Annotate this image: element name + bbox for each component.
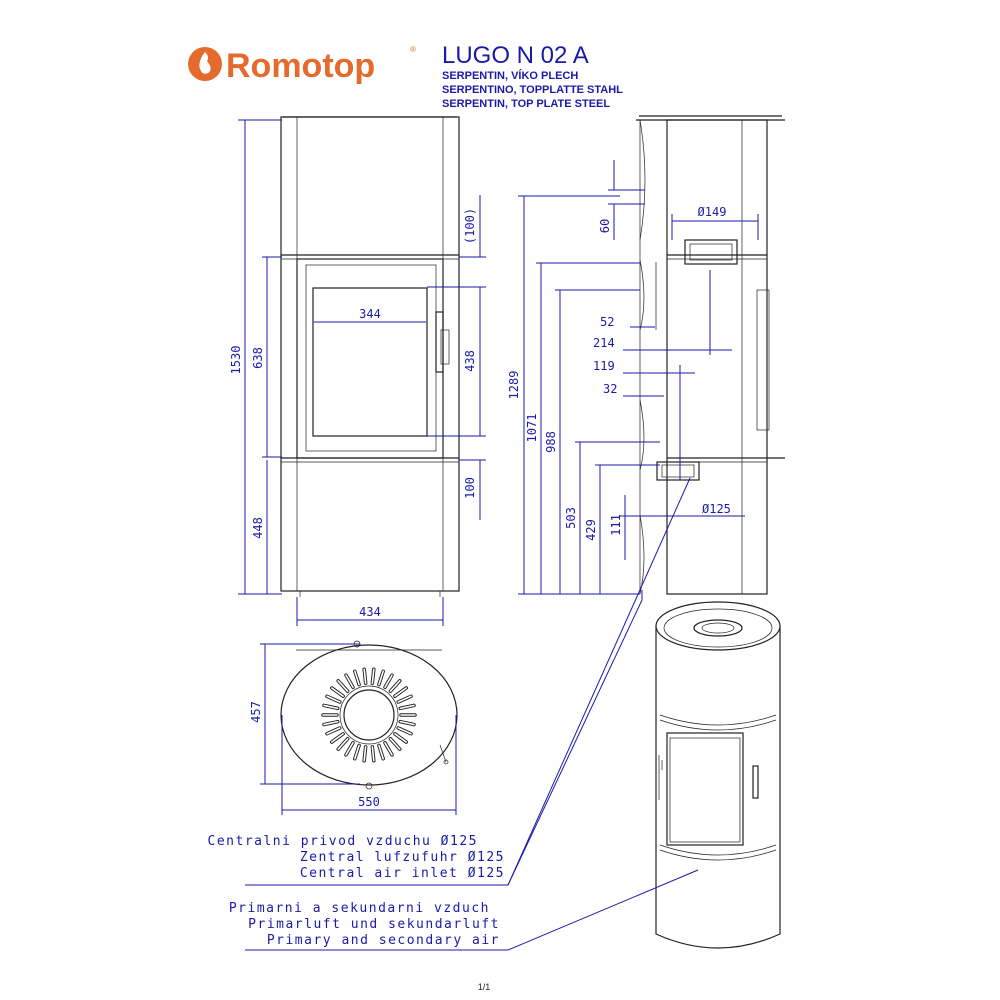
vent-slot-inner xyxy=(323,720,339,726)
registered-mark: ® xyxy=(410,45,416,54)
primary-air-cz: Primarni a sekundarni vzduch xyxy=(229,901,490,916)
dim-side-503: 503 xyxy=(564,507,578,529)
vent-slot-inner xyxy=(353,744,360,760)
side-view xyxy=(636,115,785,595)
model-title: LUGO N 02 A xyxy=(442,42,589,69)
vent-slot-inner xyxy=(378,670,385,686)
vent-slot-inner xyxy=(378,744,385,760)
primary-air-note: Primarni a sekundarni vzduch Primarluft … xyxy=(229,477,699,951)
dim-side-1071: 1071 xyxy=(525,414,539,443)
primary-air-de: Primarluft und sekundarluft xyxy=(248,917,500,932)
vent-slot-inner xyxy=(323,704,339,710)
central-air-de: Zentral lufzufuhr Ø125 xyxy=(300,850,505,865)
flame-icon xyxy=(188,47,222,81)
top-view xyxy=(280,640,458,790)
dim-side-52: 52 xyxy=(600,315,614,329)
brand-logo: Romotop ® xyxy=(188,45,416,85)
dim-side-988: 988 xyxy=(544,431,558,453)
central-air-cz: Centralni privod vzduchu Ø125 xyxy=(208,834,478,849)
dim-side-32: 32 xyxy=(603,382,617,396)
vent-slot-inner xyxy=(397,695,412,703)
vent-slot-inner xyxy=(389,737,401,750)
dim-total-height: 1530 xyxy=(229,346,243,375)
brand-name: Romotop xyxy=(226,47,375,85)
vent-slot-inner xyxy=(399,720,415,726)
dim-lower-body: 448 xyxy=(251,517,265,539)
vent-slot-inner xyxy=(345,741,354,756)
dim-side-111: 111 xyxy=(609,514,623,536)
dim-flue-diam: Ø149 xyxy=(698,205,727,219)
central-air-note: Centralni privod vzduchu Ø125 Zentral lu… xyxy=(208,590,643,886)
top-dimensions: 457 550 xyxy=(249,643,457,815)
dim-glass-width: 344 xyxy=(359,307,381,321)
vent-slot-inner xyxy=(326,695,341,703)
vent-slot-inner xyxy=(399,704,415,710)
vent-slot-inner xyxy=(330,687,344,697)
dim-glass-height: 438 xyxy=(463,350,477,372)
vent-slot-inner xyxy=(363,668,367,684)
dim-top-gap: (100) xyxy=(463,208,477,244)
subtitle-de: SERPENTINO, TOPPLATTE STAHL xyxy=(442,84,623,96)
page-number: 1/1 xyxy=(478,982,491,992)
vent-slot-inner xyxy=(384,741,393,756)
dim-side-1289: 1289 xyxy=(507,371,521,400)
vent-slot-inner xyxy=(394,687,408,697)
isometric-view xyxy=(655,601,781,949)
dim-top-depth: 457 xyxy=(249,701,263,723)
vent-slot-inner xyxy=(330,733,344,743)
subtitle-en: SERPENTIN, TOP PLATE STEEL xyxy=(442,98,610,110)
side-dimensions: 60 Ø149 1289 1071 988 52 214 119 32 503 … xyxy=(507,160,759,595)
dim-side-60: 60 xyxy=(598,219,612,233)
front-dimensions: 1530 638 448 (100) 438 100 344 434 xyxy=(229,119,486,626)
vent-slot-inner xyxy=(389,680,401,693)
dim-front-width: 434 xyxy=(359,605,381,619)
dim-bottom-gap: 100 xyxy=(463,477,477,499)
vent-slot-inner xyxy=(363,746,367,762)
vent-slot-inner xyxy=(397,727,412,735)
vent-slot-inner xyxy=(371,668,375,684)
dim-upper-body: 638 xyxy=(251,347,265,369)
dim-side-429: 429 xyxy=(584,519,598,541)
vent-slot-inner xyxy=(345,674,354,689)
vent-slot-inner xyxy=(326,727,341,735)
top-air-vents xyxy=(321,667,417,763)
dim-side-119: 119 xyxy=(593,359,615,373)
dim-side-214: 214 xyxy=(593,336,615,350)
vent-slot-inner xyxy=(353,670,360,686)
front-view xyxy=(280,116,460,597)
dim-top-width: 550 xyxy=(358,795,380,809)
vent-slot-inner xyxy=(337,680,349,693)
primary-air-en: Primary and secondary air xyxy=(267,933,500,948)
vent-slot-inner xyxy=(394,733,408,743)
central-air-en: Central air inlet Ø125 xyxy=(300,866,505,881)
vent-slot-inner xyxy=(371,746,375,762)
subtitle-cz: SERPENTIN, VÍKO PLECH xyxy=(442,69,578,82)
dim-air-diam: Ø125 xyxy=(702,502,731,516)
vent-slot-inner xyxy=(384,674,393,689)
vent-slot-inner xyxy=(337,737,349,750)
